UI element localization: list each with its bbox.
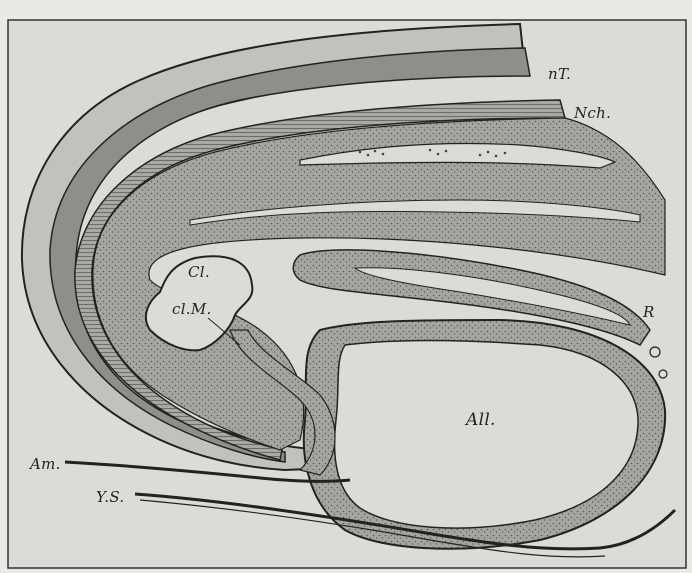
vessel-2 [659,370,667,378]
label-amnion: Am. [30,455,61,473]
label-cloacal-membrane: cl.M. [172,300,212,318]
vessel-1 [650,347,660,357]
label-cloaca: Cl. [188,263,210,281]
label-allantois: All. [466,410,496,430]
label-R: R [643,303,655,321]
label-notochord: Nch. [574,104,611,122]
label-yolk-sac: Y.S. [96,488,124,506]
label-neural-tube: nT. [548,65,571,83]
